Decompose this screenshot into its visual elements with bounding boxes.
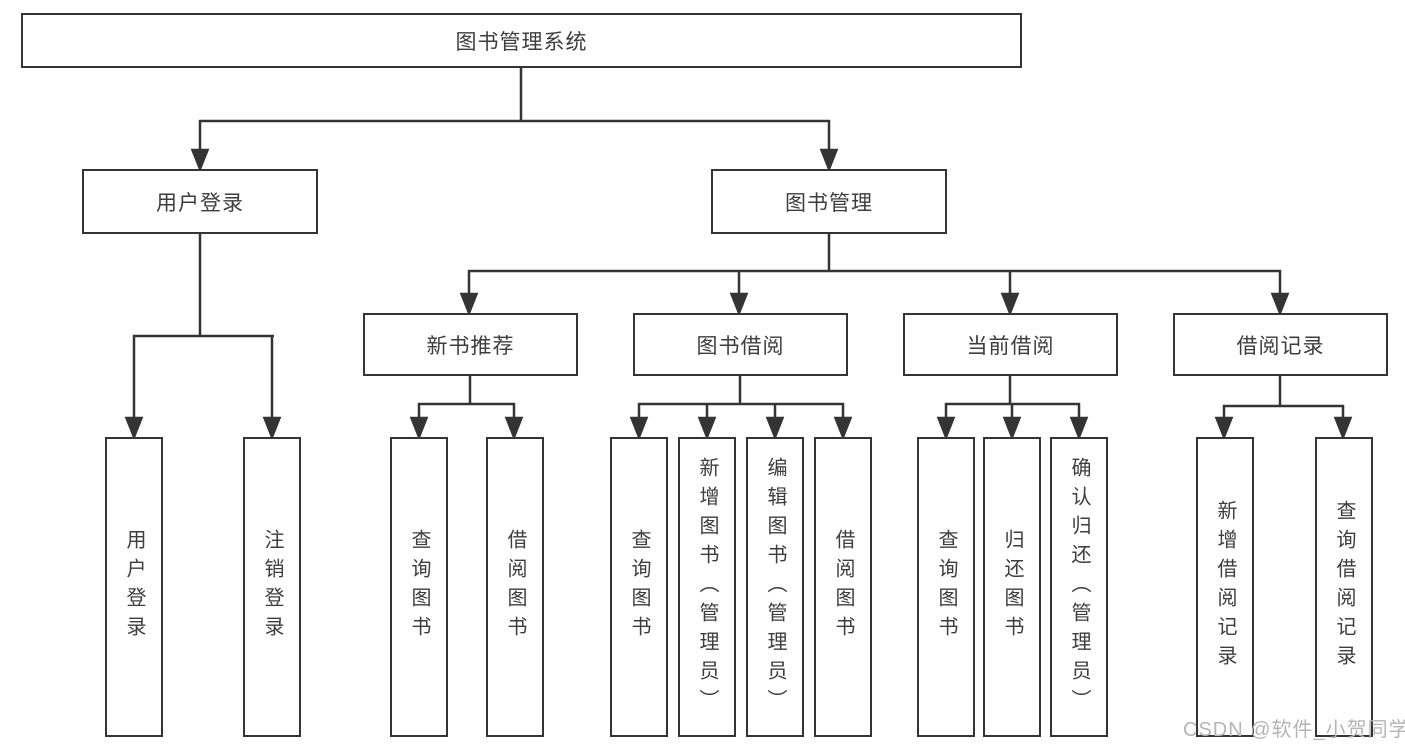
leaf-current-query-books: 查询图书 (917, 437, 975, 737)
leaf-newbook-query-books: 查询图书 (390, 437, 448, 737)
leaf-borrow-query-books: 查询图书 (610, 437, 668, 737)
node-user-login-group: 用户登录 (82, 169, 318, 234)
leaf-borrow-edit-books-admin: 编辑图书（管理员） (746, 437, 804, 737)
leaf-newbook-borrow-books: 借阅图书 (486, 437, 544, 737)
leaf-borrow-borrow-books: 借阅图书 (814, 437, 872, 737)
leaf-record-query: 查询借阅记录 (1315, 437, 1373, 737)
leaf-current-confirm-return-admin: 确认归还（管理员） (1050, 437, 1108, 737)
csdn-watermark: CSDN @软件_小贺同学 (1183, 719, 1405, 741)
node-book-borrow: 图书借阅 (633, 313, 848, 376)
leaf-current-return-books: 归还图书 (983, 437, 1041, 737)
leaf-user-login: 用户登录 (105, 437, 163, 737)
leaf-logout: 注销登录 (243, 437, 301, 737)
node-current-borrow: 当前借阅 (903, 313, 1118, 376)
node-borrow-record: 借阅记录 (1173, 313, 1388, 376)
leaf-record-add: 新增借阅记录 (1196, 437, 1254, 737)
node-new-book-recommend: 新书推荐 (363, 313, 578, 376)
node-root-system: 图书管理系统 (21, 13, 1022, 68)
leaf-borrow-add-books-admin: 新增图书（管理员） (678, 437, 736, 737)
node-book-management-group: 图书管理 (711, 169, 947, 234)
